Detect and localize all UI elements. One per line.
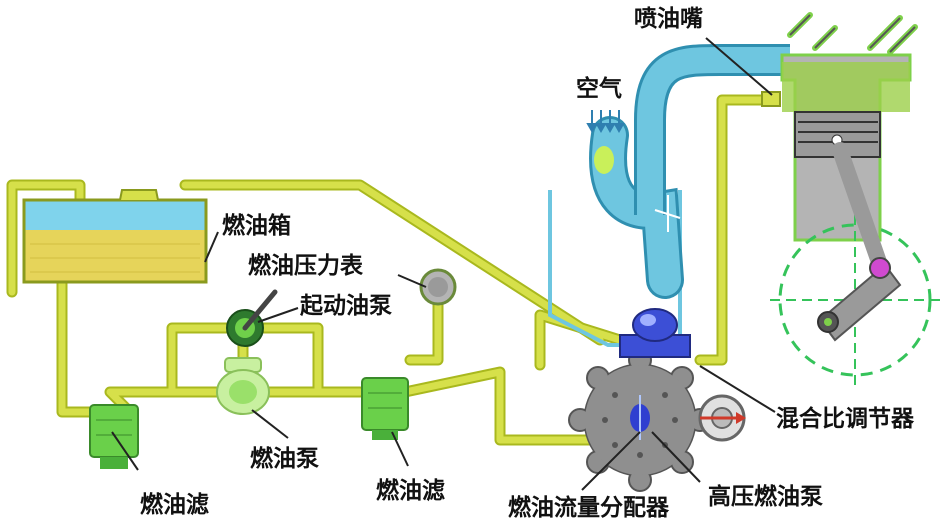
starter-pump	[226, 289, 278, 347]
air-inlet-arrows-icon	[586, 110, 625, 134]
throttle-valve-icon	[654, 195, 681, 232]
fuel-filter-left	[89, 404, 139, 469]
label-fuel-tank: 燃油箱	[222, 213, 291, 239]
label-fuel-pump: 燃油泵	[250, 446, 319, 472]
pump-arrow-icon	[700, 412, 746, 424]
label-fuel-distributor: 燃油流量分配器	[508, 495, 669, 521]
injector-nozzle	[761, 91, 781, 107]
engine-cylinder	[780, 12, 918, 242]
air-duct	[548, 44, 790, 347]
fuel-distributor	[568, 348, 712, 492]
label-fuel-pressure-gauge: 燃油压力表	[248, 253, 363, 279]
fuel-tank	[22, 189, 208, 284]
mixture-regulator	[619, 308, 691, 358]
label-high-pressure-pump: 高压燃油泵	[708, 484, 823, 510]
label-fuel-filter-right: 燃油滤	[376, 478, 445, 504]
fuel-pump	[216, 357, 270, 415]
leader-lines	[111, 37, 776, 491]
label-air: 空气	[576, 76, 622, 102]
fuel-pressure-gauge	[419, 268, 457, 306]
label-fuel-filter-left: 燃油滤	[140, 492, 209, 518]
fuel-filter-right	[361, 377, 409, 440]
fuel-lines	[6, 94, 776, 446]
crankshaft	[770, 142, 940, 390]
label-starter-pump: 起动油泵	[300, 293, 392, 319]
high-pressure-pump	[698, 394, 746, 442]
label-injector: 喷油嘴	[634, 6, 703, 32]
label-mixture-regulator: 混合比调节器	[776, 406, 914, 432]
